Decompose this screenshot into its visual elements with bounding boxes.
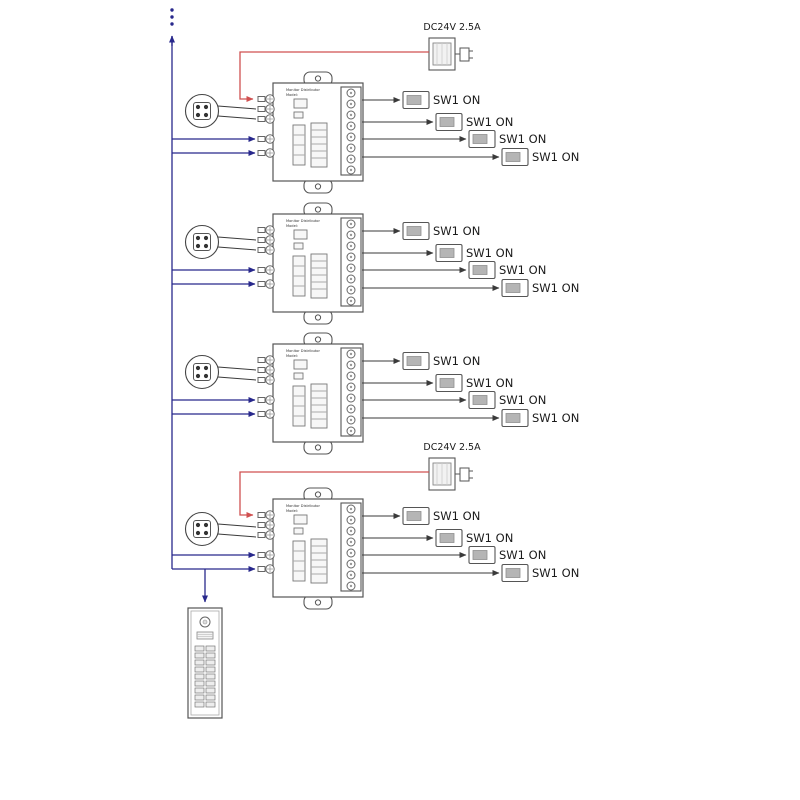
- power-supply-label: DC24V 2.5A: [423, 442, 481, 453]
- switch-label: SW1 ON: [532, 411, 579, 425]
- plug-wires: [217, 236, 257, 251]
- monitor-icon: [468, 129, 496, 149]
- output-wires: [362, 228, 500, 291]
- switch-label: SW1 ON: [499, 132, 546, 146]
- monitor-icon: [402, 221, 430, 241]
- connector-plug-icon: [184, 93, 220, 129]
- power-supply-icon: [428, 37, 474, 71]
- monitor-icon: [435, 373, 463, 393]
- riser-bus-wires: [169, 8, 256, 603]
- monitor-icon: [435, 243, 463, 263]
- connector-plug-icon: [184, 511, 220, 547]
- plug-wires: [217, 105, 257, 120]
- unit-1: SW1 ON SW1 ON SW1 ON SW1 ON: [184, 71, 579, 194]
- power-wire-2: [239, 471, 429, 518]
- switch-label: SW1 ON: [499, 548, 546, 562]
- switch-label: SW1 ON: [466, 376, 513, 390]
- power-wire-1: [239, 51, 429, 102]
- monitor-icon: [501, 563, 529, 583]
- distributor-unit: [257, 332, 364, 455]
- power-supply-icon: [428, 457, 474, 491]
- monitor-icon: [402, 90, 430, 110]
- switch-label: SW1 ON: [532, 281, 579, 295]
- switch-label: SW1 ON: [433, 509, 480, 523]
- switch-label: SW1 ON: [499, 393, 546, 407]
- monitor-icon: [501, 147, 529, 167]
- plug-wires: [217, 523, 257, 538]
- monitor-icon: [501, 408, 529, 428]
- unit-2: SW1 ON SW1 ON SW1 ON SW1 ON: [184, 202, 579, 325]
- monitor-icon: [501, 278, 529, 298]
- switch-label: SW1 ON: [433, 354, 480, 368]
- output-wires: [362, 513, 500, 576]
- output-wires: [362, 97, 500, 160]
- switch-label: SW1 ON: [466, 115, 513, 129]
- monitor-icon: [468, 390, 496, 410]
- switch-label: SW1 ON: [433, 224, 480, 238]
- connector-plug-icon: [184, 354, 220, 390]
- power-supply-label: DC24V 2.5A: [423, 22, 481, 33]
- switch-label: SW1 ON: [532, 150, 579, 164]
- monitor-icon: [468, 545, 496, 565]
- power-supply-2: DC24V 2.5A: [239, 442, 481, 518]
- output-wires: [362, 358, 500, 421]
- monitor-icon: [402, 351, 430, 371]
- plug-wires: [217, 366, 257, 381]
- monitor-icon: [435, 528, 463, 548]
- switch-label: SW1 ON: [433, 93, 480, 107]
- power-supply-1: DC24V 2.5A: [239, 22, 481, 102]
- monitor-icon: [468, 260, 496, 280]
- door-station-panel: [187, 607, 223, 719]
- monitor-icon: [435, 112, 463, 132]
- unit-3: SW1 ON SW1 ON SW1 ON SW1 ON: [184, 332, 579, 455]
- distributor-unit: [257, 487, 364, 610]
- distributor-unit: [257, 202, 364, 325]
- unit-4: SW1 ON SW1 ON SW1 ON SW1 ON: [184, 487, 579, 610]
- monitor-icon: [402, 506, 430, 526]
- switch-label: SW1 ON: [532, 566, 579, 580]
- switch-label: SW1 ON: [466, 531, 513, 545]
- distributor-unit: [257, 71, 364, 194]
- switch-label: SW1 ON: [499, 263, 546, 277]
- switch-label: SW1 ON: [466, 246, 513, 260]
- connector-plug-icon: [184, 224, 220, 260]
- continuation-dots-icon: [170, 8, 174, 26]
